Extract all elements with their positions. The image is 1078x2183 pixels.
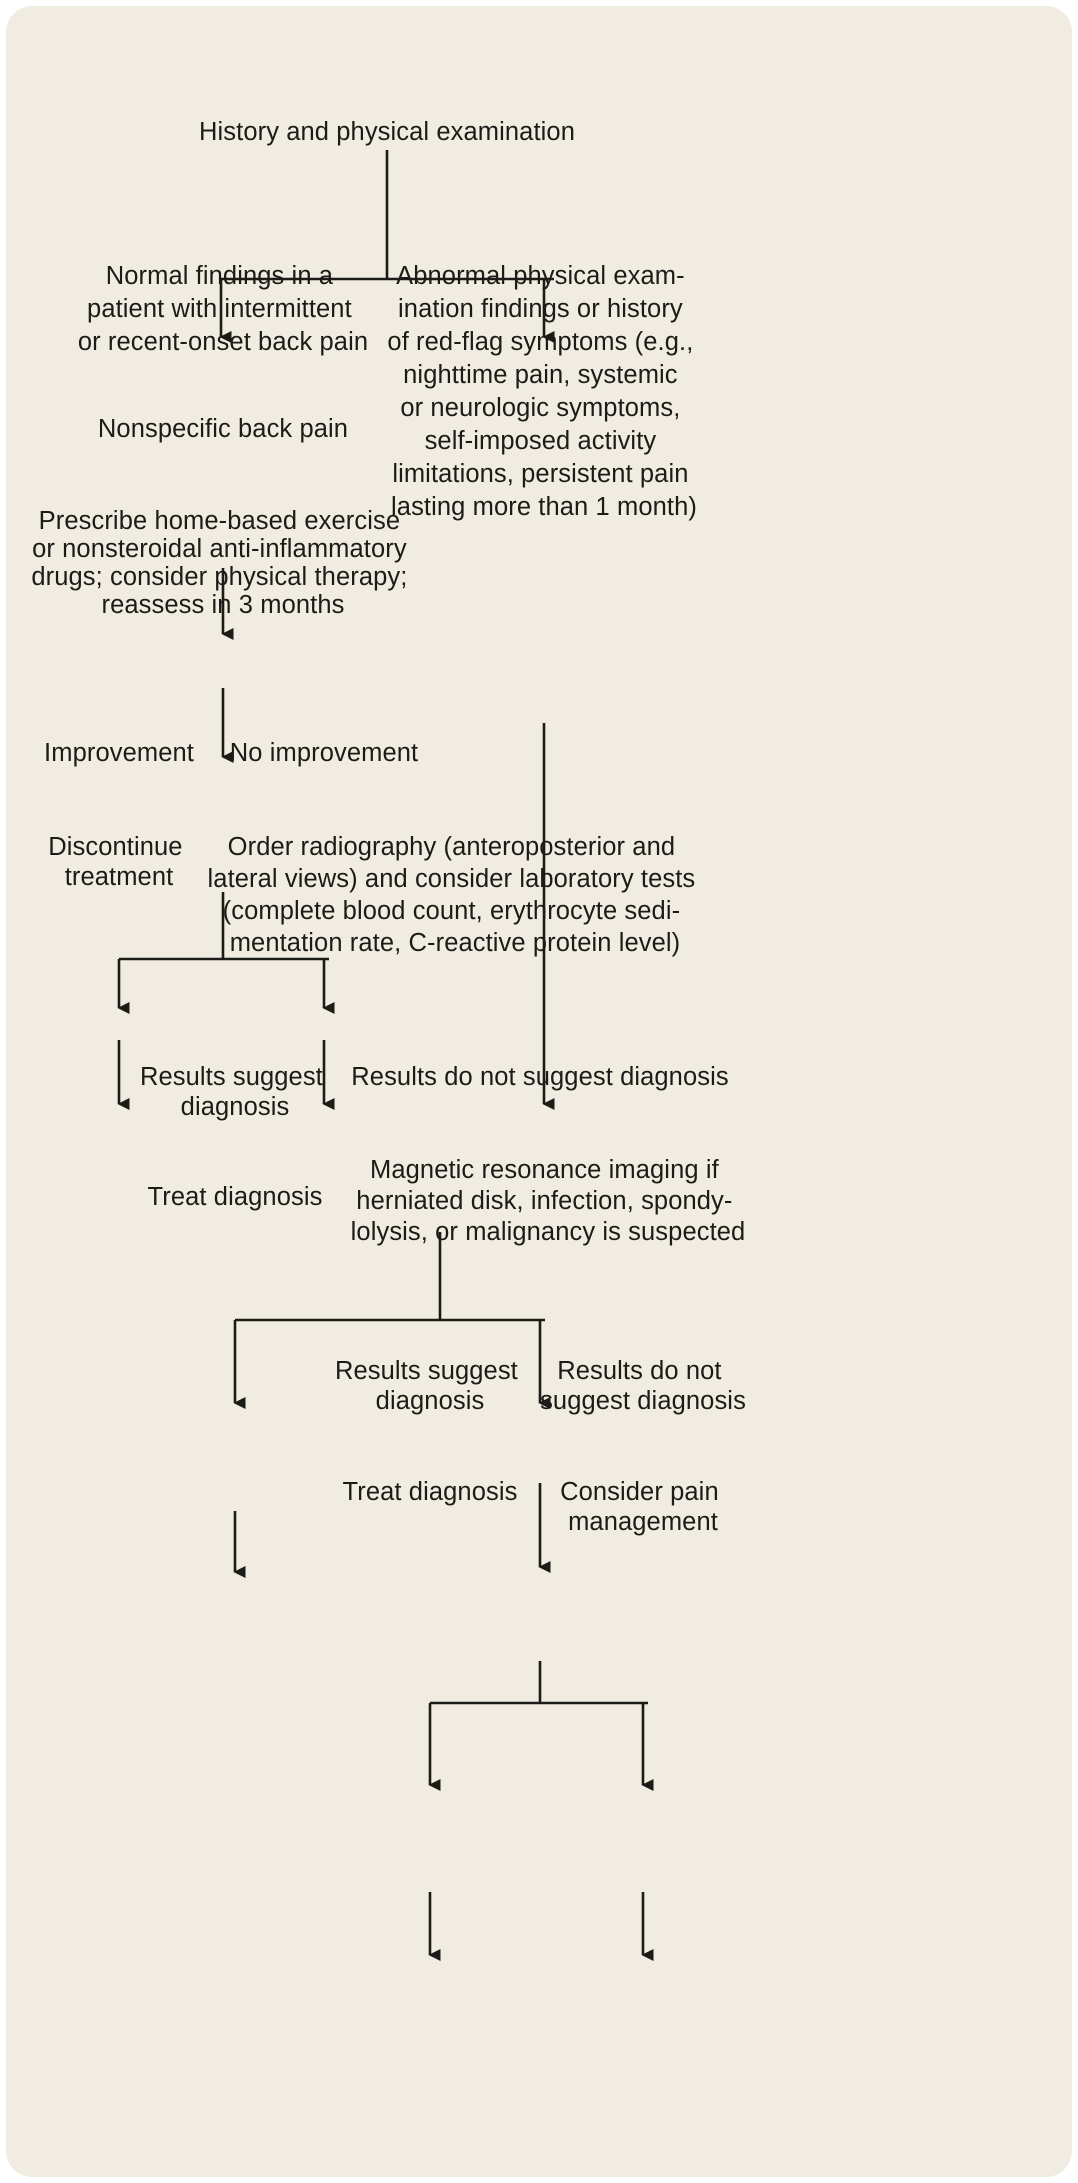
node-order-radiography: Order radiography (anteroposterior and l… (208, 833, 703, 957)
node-treat-diagnosis-1: Treat diagnosis (148, 1183, 323, 1211)
node-mri: Magnetic resonance imaging if herniated … (351, 1156, 746, 1246)
edge-mri-split (428, 1661, 654, 1791)
node-normal-findings: Normal findings in a patient with interm… (78, 262, 368, 356)
node-improvement: Improvement (44, 739, 194, 767)
node-no-improvement: No improvement (230, 739, 418, 767)
node-abnormal-findings: Abnormal physical exam- ination findings… (387, 262, 700, 521)
node-results-suggest-diagnosis-1: Results suggest diagnosis (140, 1063, 330, 1121)
edge-history-split (219, 150, 555, 343)
edge-radiography-split (233, 1232, 551, 1409)
figure-card (6, 6, 1072, 2177)
edge-prescribe-split (117, 892, 335, 1014)
node-results-suggest-diagnosis-2: Results suggest diagnosis (335, 1357, 525, 1415)
node-prescribe-treatment: Prescribe home-based exercise or nonster… (31, 507, 414, 619)
node-history: History and physical examination (199, 118, 575, 146)
node-discontinue-treatment: Discontinue treatment (48, 833, 190, 891)
node-consider-pain-management: Consider pain management (560, 1478, 726, 1536)
node-results-not-suggest-diagnosis-1: Results do not suggest diagnosis (351, 1063, 728, 1091)
node-treat-diagnosis-2: Treat diagnosis (343, 1478, 518, 1506)
node-nonspecific-back-pain: Nonspecific back pain (98, 415, 348, 443)
node-results-not-suggest-diagnosis-2: Results do not suggest diagnosis (540, 1357, 746, 1415)
bottom-divider (6, 2177, 1072, 2183)
